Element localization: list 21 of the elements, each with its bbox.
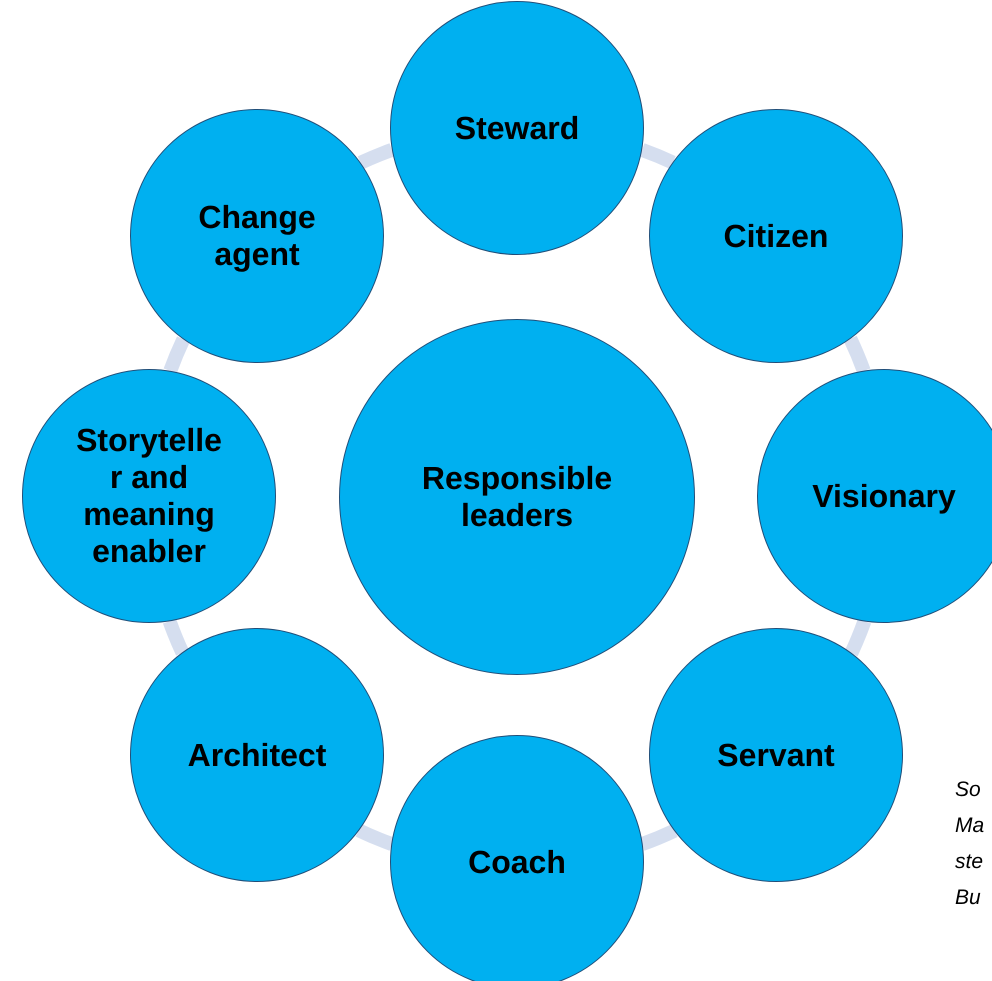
ring-connector [162,618,189,656]
role-label: Citizen [724,218,828,254]
ring-connector [640,143,676,169]
role-label: Visionary [812,478,956,514]
ring-connector [640,824,678,851]
ring-connector [356,824,394,851]
ring-connector [164,336,190,374]
role-label: Architect [188,736,326,774]
source-note-text: Bu [955,885,982,911]
role-label: Storytelle r and meaning enabler [75,422,223,570]
source-note-text: ste [955,849,984,875]
role-label: Servant [717,736,835,774]
ring-connector [844,336,870,374]
ring-connector [358,143,394,170]
role-label: Change agent [197,199,317,273]
source-note-text: Ma [955,813,984,839]
source-note-text: So [955,777,982,803]
role-label: Steward [454,110,580,146]
role-label: Coach [468,844,566,880]
role-label: Responsible leaders [420,460,614,534]
ring-connector [844,618,872,656]
